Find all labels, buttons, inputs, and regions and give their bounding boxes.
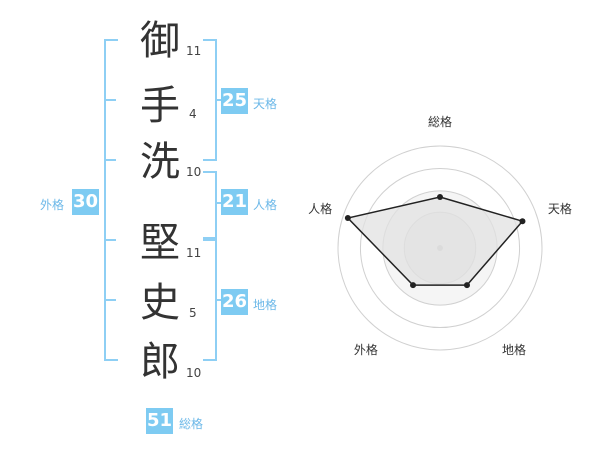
radar-point-4 [410, 282, 417, 289]
stroke-count-2: 4 [189, 107, 197, 121]
radar-series-polygon [346, 196, 524, 286]
chikaku-value: 26 [221, 289, 248, 315]
soukaku-label: 総格 [179, 417, 204, 431]
radar-axis-label-4: 外格 [354, 342, 378, 357]
name-char-1: 御 [140, 18, 180, 64]
name-char-6: 郎 [140, 339, 180, 385]
gaikaku-label: 外格 [40, 198, 65, 212]
radar-point-1 [437, 194, 443, 200]
radar-axis-label-2: 天格 [548, 201, 572, 216]
name-char-3: 洗 [140, 139, 180, 185]
radar-axis-label-1: 総格 [428, 114, 452, 129]
radar-point-5 [344, 215, 351, 222]
name-char-5: 史 [140, 280, 180, 326]
tenkaku-label: 天格 [253, 97, 278, 111]
radar-axis-label-5: 人格 [308, 201, 332, 216]
stroke-count-5: 5 [189, 306, 197, 320]
stroke-count-3: 10 [186, 165, 202, 179]
stroke-count-4: 11 [186, 246, 202, 260]
soukaku-value: 51 [146, 408, 173, 434]
jinkaku-value: 21 [221, 189, 248, 215]
name-char-4: 堅 [140, 220, 180, 266]
jinkaku-bracket [203, 171, 217, 239]
name-char-2: 手 [140, 83, 180, 129]
tenkaku-value: 25 [221, 88, 248, 114]
chikaku-label: 地格 [253, 298, 278, 312]
radar-axis-label-3: 地格 [502, 342, 526, 357]
radar-point-3 [463, 282, 470, 289]
radar-point-2 [519, 218, 526, 225]
gaikaku-value: 30 [72, 189, 99, 215]
stroke-count-6: 10 [186, 366, 202, 380]
gaikaku-bracket [104, 39, 118, 361]
stroke-count-1: 11 [186, 44, 202, 58]
jinkaku-label: 人格 [253, 198, 278, 212]
